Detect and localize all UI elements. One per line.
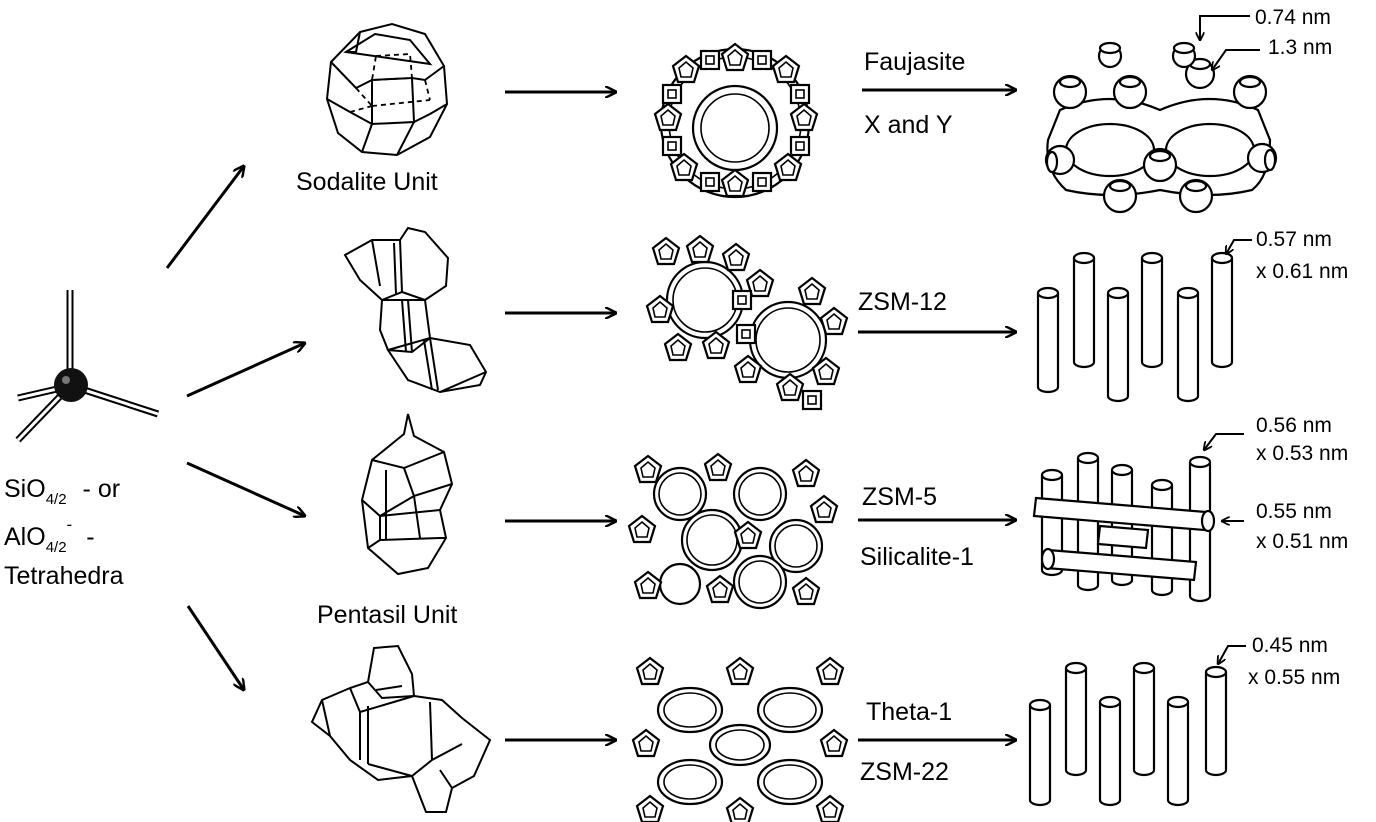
faujasite-framework-icon bbox=[653, 42, 819, 199]
faujasite-xy-label: X and Y bbox=[864, 111, 953, 139]
zsm12-channel-icon bbox=[1036, 251, 1234, 403]
formula-2-sub: 4/2 bbox=[46, 539, 67, 556]
arrow-to-unit-2 bbox=[186, 343, 305, 398]
row-1-dimensions: 0.74 nm 1.3 nm bbox=[1200, 6, 1332, 70]
unit-2-icon bbox=[343, 226, 488, 394]
faujasite-cage-size: 1.3 nm bbox=[1268, 36, 1332, 59]
row-2-dimensions: 0.57 nm x 0.61 nm bbox=[1226, 228, 1348, 283]
row-1-labels: Faujasite X and Y bbox=[862, 48, 1016, 139]
tetrahedra-label: SiO4/2- or AlO4/2-- Tetrahedra bbox=[4, 475, 124, 590]
formula-2-tail: - bbox=[86, 523, 94, 551]
svg-text:AlO4/2--: AlO4/2-- bbox=[4, 515, 95, 556]
formula-1-tail: - or bbox=[83, 475, 121, 503]
zsm12-label: ZSM-12 bbox=[858, 288, 947, 316]
arrow-to-pentasil bbox=[186, 461, 305, 516]
pentasil-unit-icon bbox=[360, 413, 454, 576]
pentasil-unit-label: Pentasil Unit bbox=[317, 601, 457, 629]
zsm12-framework-icon bbox=[645, 234, 849, 411]
theta1-label: Theta-1 bbox=[866, 698, 952, 726]
sodalite-unit-label: Sodalite Unit bbox=[296, 168, 438, 196]
formula-2: AlO bbox=[4, 523, 46, 551]
zsm5-zigzag-a: 0.55 nm bbox=[1256, 500, 1332, 523]
fan-arrows bbox=[165, 166, 305, 690]
row-3-labels: ZSM-5 Silicalite-1 bbox=[858, 483, 1016, 571]
svg-text:SiO4/2- or: SiO4/2 - or bbox=[4, 475, 120, 508]
faujasite-channel-icon bbox=[1044, 41, 1278, 214]
row-4-dimensions: 0.45 nm x 0.55 nm bbox=[1218, 634, 1340, 689]
zsm22-label: ZSM-22 bbox=[860, 758, 949, 786]
unit-4-icon bbox=[310, 644, 492, 813]
unit-to-framework-arrows bbox=[505, 92, 616, 740]
silicalite-label: Silicalite-1 bbox=[860, 543, 974, 571]
theta1-framework-icon bbox=[631, 656, 849, 822]
faujasite-window-size: 0.74 nm bbox=[1255, 6, 1331, 29]
formula-1: SiO bbox=[4, 475, 46, 503]
zsm5-straight-a: 0.56 nm bbox=[1256, 414, 1332, 437]
theta1-pore-b: x 0.55 nm bbox=[1248, 666, 1340, 689]
zsm5-label: ZSM-5 bbox=[862, 483, 937, 511]
row-3-dimensions: 0.56 nm x 0.53 nm 0.55 nm x 0.51 nm bbox=[1204, 414, 1348, 553]
row-2-labels: ZSM-12 bbox=[858, 288, 1016, 332]
formula-2-sup: - bbox=[67, 515, 73, 534]
tetrahedra-text: Tetrahedra bbox=[4, 562, 124, 590]
theta1-pore-a: 0.45 nm bbox=[1252, 634, 1328, 657]
row-4-labels: Theta-1 ZSM-22 bbox=[858, 698, 1016, 786]
zsm5-framework-icon bbox=[627, 452, 839, 610]
zsm5-straight-b: x 0.53 nm bbox=[1256, 442, 1348, 465]
sodalite-cage-icon bbox=[325, 22, 449, 157]
zsm5-channel-icon bbox=[1032, 451, 1216, 603]
arrow-to-unit-4 bbox=[186, 605, 244, 690]
zsm12-pore-b: x 0.61 nm bbox=[1256, 260, 1348, 283]
faujasite-label: Faujasite bbox=[864, 48, 965, 76]
zsm5-zigzag-b: x 0.51 nm bbox=[1256, 530, 1348, 553]
arrow-to-sodalite bbox=[165, 166, 244, 269]
theta1-channel-icon bbox=[1028, 661, 1228, 807]
formula-1-sub: 4/2 bbox=[46, 491, 67, 508]
tetrahedron-icon bbox=[15, 290, 160, 443]
zsm12-pore-a: 0.57 nm bbox=[1256, 228, 1332, 251]
